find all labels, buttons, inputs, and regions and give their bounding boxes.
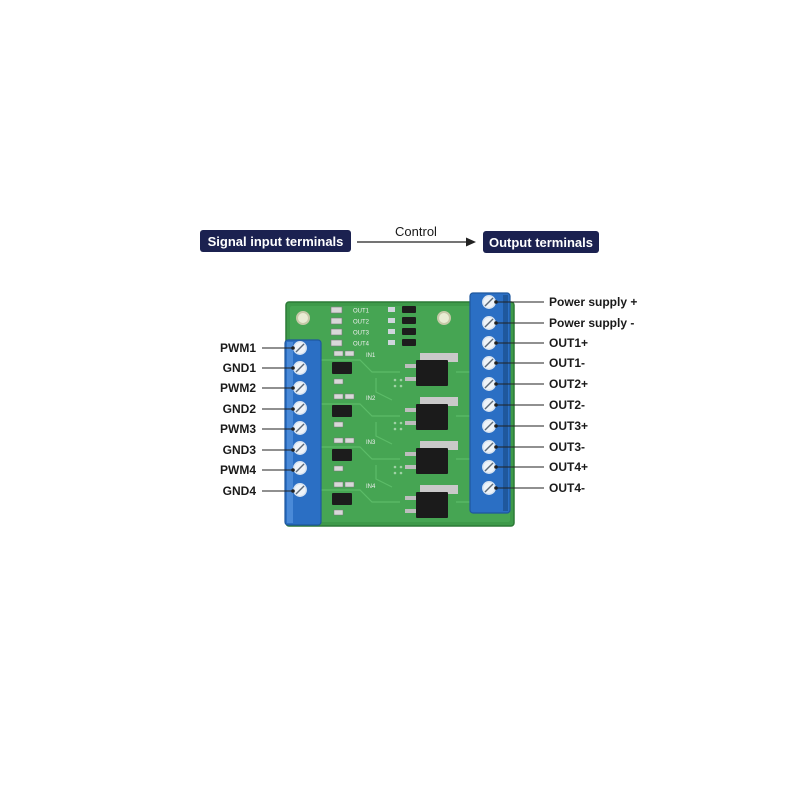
input-label-pwm4: PWM4 (220, 463, 256, 477)
optocouplers (332, 362, 352, 505)
input-leader-lines (262, 347, 293, 492)
output-terminal-block (469, 292, 511, 514)
input-label-gnd3: GND3 (222, 443, 256, 457)
pcb-traces (320, 359, 470, 503)
input-leader-dots (291, 346, 295, 493)
output-label-out1-plus: OUT1+ (549, 336, 589, 350)
status-leds (330, 306, 395, 347)
output-label-power-supply-minus: Power supply - (549, 316, 635, 330)
signal-input-terminals-label: Signal input terminals (200, 230, 351, 252)
output-leader-lines (496, 301, 544, 489)
led-label-out1: OUT1 (353, 309, 370, 315)
flyback-diodes (402, 306, 416, 346)
output-label-out4-plus: OUT4+ (549, 460, 589, 474)
input-label-gnd4: GND4 (222, 484, 256, 498)
output-label-out3-minus: OUT3- (549, 440, 585, 454)
output-label-out4-minus: OUT4- (549, 481, 585, 495)
smd-resistors (333, 350, 355, 516)
output-label-power-supply-plus: Power supply + (549, 295, 638, 309)
input-label-pwm3: PWM3 (220, 422, 256, 436)
output-terminals-label: Output terminals (483, 231, 599, 253)
channel-silkscreen: IN1 IN2 IN3 IN4 (366, 353, 376, 490)
mosfets (405, 353, 458, 518)
via-grids (393, 378, 403, 475)
led-silkscreen: OUT1 OUT2 OUT3 OUT4 (353, 309, 370, 348)
output-leader-dots (494, 300, 498, 490)
output-label-out2-minus: OUT2- (549, 398, 585, 412)
control-arrow-head (466, 237, 476, 247)
input-label-pwm2: PWM2 (220, 381, 256, 395)
input-label-gnd2: GND2 (222, 402, 256, 416)
channel-label-in2: IN2 (366, 396, 376, 402)
channel-label-in4: IN4 (366, 484, 376, 490)
led-label-out2: OUT2 (353, 320, 370, 326)
output-label-out2-plus: OUT2+ (549, 377, 589, 391)
input-label-pwm1: PWM1 (220, 341, 256, 355)
input-label-gnd1: GND1 (222, 361, 256, 375)
channel-label-in1: IN1 (366, 353, 376, 359)
output-label-out1-minus: OUT1- (549, 356, 585, 370)
control-label: Control (395, 224, 437, 239)
output-label-out3-plus: OUT3+ (549, 419, 589, 433)
led-label-out3: OUT3 (353, 331, 370, 337)
channel-label-in3: IN3 (366, 440, 376, 446)
led-label-out4: OUT4 (353, 342, 370, 348)
